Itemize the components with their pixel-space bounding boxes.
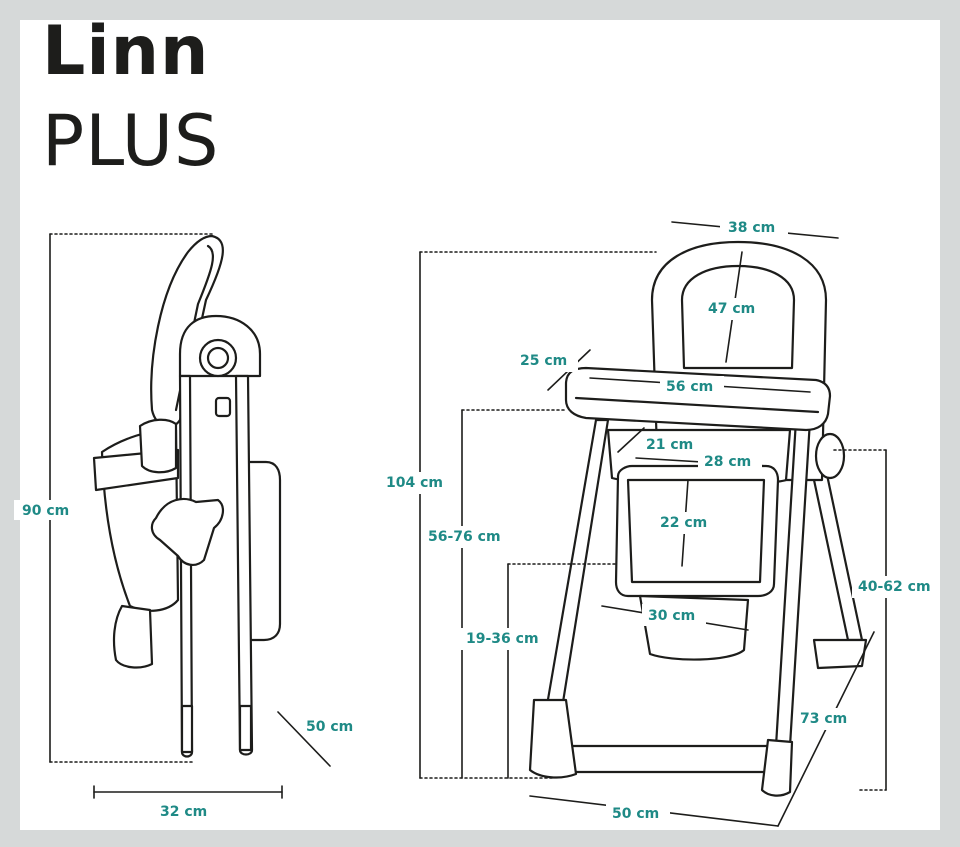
front-frame-left: [538, 418, 610, 748]
label-tray-height-range: 56-76 cm: [428, 529, 501, 545]
front-tray: [564, 366, 832, 432]
front-wheel-right: [760, 738, 794, 797]
label-seat-depth: 21 cm: [646, 437, 693, 453]
label-backrest-width: 38 cm: [728, 220, 775, 236]
dimension-labels: 90 cm 32 cm 50 cm 38 cm 47 cm 25 cm 56 c…: [14, 216, 940, 824]
label-backrest-height: 47 cm: [708, 301, 755, 317]
side-seat-pad: [138, 418, 178, 474]
label-footrest-width: 30 cm: [648, 608, 695, 624]
model-name: PLUS: [42, 100, 220, 182]
label-tray-width: 56 cm: [666, 379, 713, 395]
side-leg-tip-right: [238, 704, 253, 752]
label-base-depth: 73 cm: [800, 711, 847, 727]
dim-line-seat-depth: [617, 427, 645, 453]
side-hinge: [198, 338, 238, 378]
front-backrest-pad: [680, 264, 796, 370]
front-view-drawing: [528, 240, 868, 797]
label-tray-depth: 25 cm: [520, 353, 567, 369]
front-rear-base: [812, 638, 868, 670]
front-tray-rim: [574, 396, 820, 414]
side-lock-button: [214, 396, 232, 418]
front-side-knob: [814, 432, 846, 480]
front-base: [552, 744, 778, 774]
label-side-height: 90 cm: [22, 503, 69, 519]
side-front-leg: [178, 374, 194, 758]
label-seat-height-range: 19-36 cm: [466, 631, 539, 647]
side-hinge-inner: [206, 346, 230, 370]
front-wheel-left: [528, 698, 578, 779]
label-side-depth: 32 cm: [160, 804, 207, 820]
side-leg-tip-left: [180, 704, 194, 754]
label-side-height-range: 40-62 cm: [858, 579, 931, 595]
label-side-folded-depth: 50 cm: [306, 719, 353, 735]
label-seat-width: 28 cm: [704, 454, 751, 470]
front-rear-leg-right: [812, 468, 864, 642]
side-harness-strap: [150, 498, 224, 566]
dim-line-side-folded: [277, 711, 331, 767]
side-rear-case: [246, 460, 282, 642]
label-base-width: 50 cm: [612, 806, 659, 822]
label-total-height: 104 cm: [386, 475, 443, 491]
side-rear-leg: [234, 374, 254, 756]
brand-name: Linn: [42, 12, 210, 91]
front-seat-inner: [626, 478, 766, 584]
side-backrest-inner: [174, 244, 215, 412]
side-footrest: [112, 604, 154, 669]
side-view-drawing: [92, 234, 282, 758]
label-seat-back-height: 22 cm: [660, 515, 707, 531]
